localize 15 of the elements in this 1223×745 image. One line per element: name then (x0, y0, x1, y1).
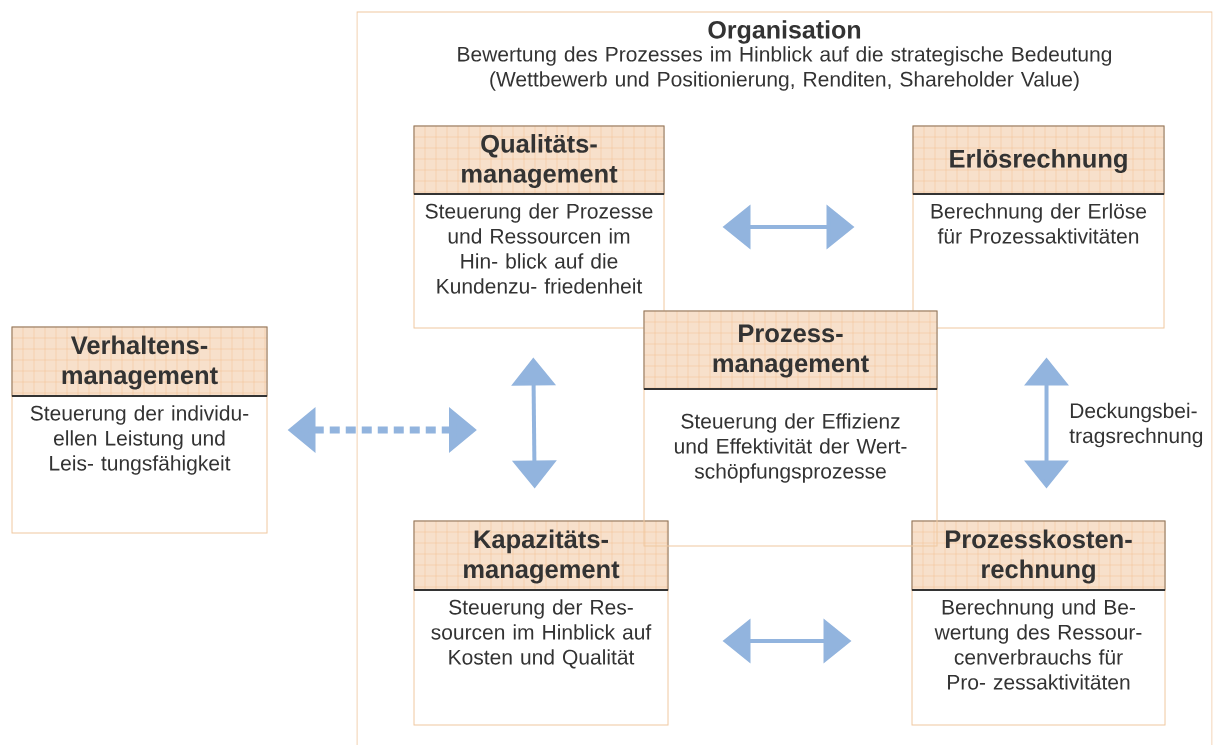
box-description: Steuerung der Res- sourcen im Hinblick auf Kosten und Qualität (431, 599, 652, 669)
frame-description: Bewertung des Prozesses im Hinblick auf die strategische Bedeutung (Wettbewerb und Positionierung, Renditen, Shareholder Value) (458, 46, 1112, 91)
box-header: Erlösrechnung (912, 125, 1165, 195)
box-description: Berechnung und Be- wertung des Ressour- cenverbrauchs für Pro- zessaktivitäten (934, 599, 1142, 690)
box-header: Qualitäts- management (413, 125, 665, 195)
box-description: Berechnung der Erlöse für Prozessaktivitäten (931, 203, 1147, 244)
box-description: Steuerung der Effizienz und Effektivität der Wert- schöpfungsprozesse (674, 413, 907, 483)
box-description: Steuerung der individu- ellen Leistung und Leis- tungsfähigkeit (30, 405, 249, 475)
box-header: Prozesskosten- rechnung (911, 520, 1166, 591)
box-header: Kapazitäts- management (413, 520, 669, 591)
edge-label: Deckungsbei- tragsrechnung (1069, 402, 1203, 448)
box-description: Steuerung der Prozesse und Ressourcen im Hin- blick auf die Kundenzu- friedenheit (425, 203, 653, 294)
frame-title: Organisation (708, 20, 861, 44)
box-header: Prozess- management (643, 310, 938, 390)
box-header: Verhaltens- management (11, 326, 268, 397)
